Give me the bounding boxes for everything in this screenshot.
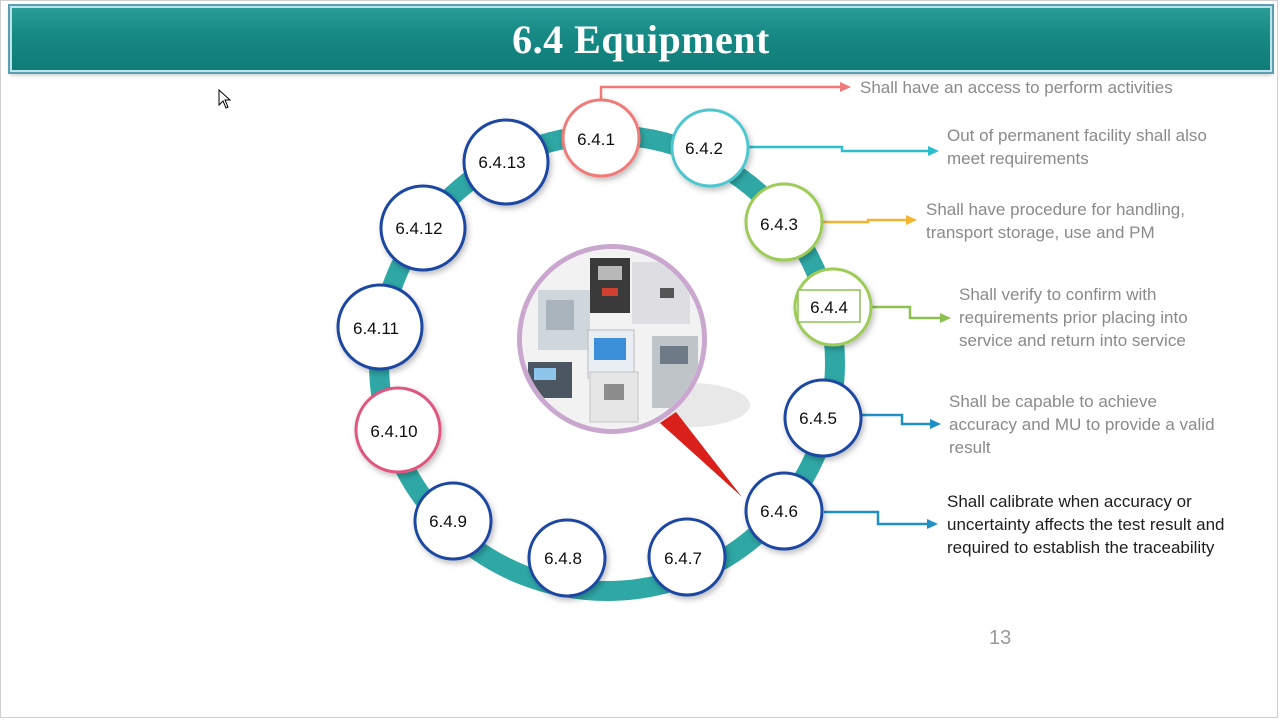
connector-arrows bbox=[599, 82, 951, 529]
description-6-4-3: Shall have procedure for handling, trans… bbox=[926, 200, 1185, 242]
pointer-6-4-6 bbox=[660, 412, 742, 497]
arrow-6-4-2 bbox=[749, 145, 928, 153]
node-6-4-6[interactable]: 6.4.6 bbox=[744, 471, 824, 551]
arrow-6-4-3 bbox=[823, 218, 906, 224]
node-6-4-11[interactable]: 6.4.11 bbox=[336, 283, 424, 371]
node-label: 6.4.12 bbox=[395, 219, 442, 238]
node-6-4-1[interactable]: 6.4.1 bbox=[561, 98, 641, 178]
equipment-photo bbox=[517, 244, 750, 434]
arrowhead-6-4-1 bbox=[840, 82, 851, 92]
arrowhead-6-4-5 bbox=[930, 419, 941, 429]
node-6-4-8[interactable]: 6.4.8 bbox=[527, 518, 607, 598]
node-6-4-10[interactable]: 6.4.10 bbox=[354, 386, 442, 474]
node-label: 6.4.1 bbox=[577, 130, 615, 149]
arrowhead-6-4-4 bbox=[940, 313, 951, 323]
page-number: 13 bbox=[989, 627, 1012, 649]
node-6-4-3[interactable]: 6.4.3 bbox=[744, 182, 824, 262]
node-label: 6.4.6 bbox=[760, 502, 798, 521]
node-6-4-12[interactable]: 6.4.12 bbox=[379, 184, 467, 272]
page-title: 6.4 Equipment bbox=[512, 16, 770, 62]
node-6-4-7[interactable]: 6.4.7 bbox=[647, 517, 727, 597]
node-label: 6.4.7 bbox=[664, 549, 702, 568]
description-6-4-5: Shall be capable to achieve accuracy and… bbox=[949, 392, 1215, 457]
node-label: 6.4.8 bbox=[544, 549, 582, 568]
node-6-4-5[interactable]: 6.4.5 bbox=[783, 378, 863, 458]
node-label: 6.4.5 bbox=[799, 409, 837, 428]
node-label: 6.4.10 bbox=[370, 422, 417, 441]
description-6-4-2: Out of permanent facility shall also mee… bbox=[947, 126, 1207, 168]
node-label: 6.4.11 bbox=[353, 319, 399, 338]
arrow-6-4-6 bbox=[824, 510, 927, 526]
description-6-4-1: Shall have an access to perform activiti… bbox=[860, 78, 1173, 97]
description-6-4-6: Shall calibrate when accuracy or uncerta… bbox=[947, 492, 1225, 557]
mouse-cursor-icon bbox=[218, 89, 232, 109]
node-label: 6.4.2 bbox=[685, 139, 723, 158]
node-group: 6.4.1 6.4.2 6.4.3 6.4.4 6.4.5 6.4.6 6.4.… bbox=[336, 98, 873, 598]
node-6-4-4[interactable]: 6.4.4 bbox=[793, 267, 873, 347]
title-bar: 6.4 Equipment bbox=[10, 6, 1272, 72]
node-6-4-2[interactable]: 6.4.2 bbox=[670, 108, 750, 188]
node-label: 6.4.13 bbox=[478, 153, 525, 172]
node-6-4-13[interactable]: 6.4.13 bbox=[462, 118, 550, 206]
arrowhead-6-4-6 bbox=[927, 519, 938, 529]
arrow-6-4-4 bbox=[872, 305, 940, 320]
node-6-4-9[interactable]: 6.4.9 bbox=[413, 481, 493, 561]
arrow-6-4-5 bbox=[862, 413, 930, 426]
arrow-6-4-1 bbox=[599, 85, 840, 100]
arrowhead-6-4-2 bbox=[928, 146, 939, 156]
node-label: 6.4.4 bbox=[810, 298, 848, 317]
arrowhead-6-4-3 bbox=[906, 215, 917, 225]
node-label: 6.4.3 bbox=[760, 215, 798, 234]
node-label: 6.4.9 bbox=[429, 512, 467, 531]
description-6-4-4: Shall verify to confirm with requirement… bbox=[959, 285, 1188, 350]
